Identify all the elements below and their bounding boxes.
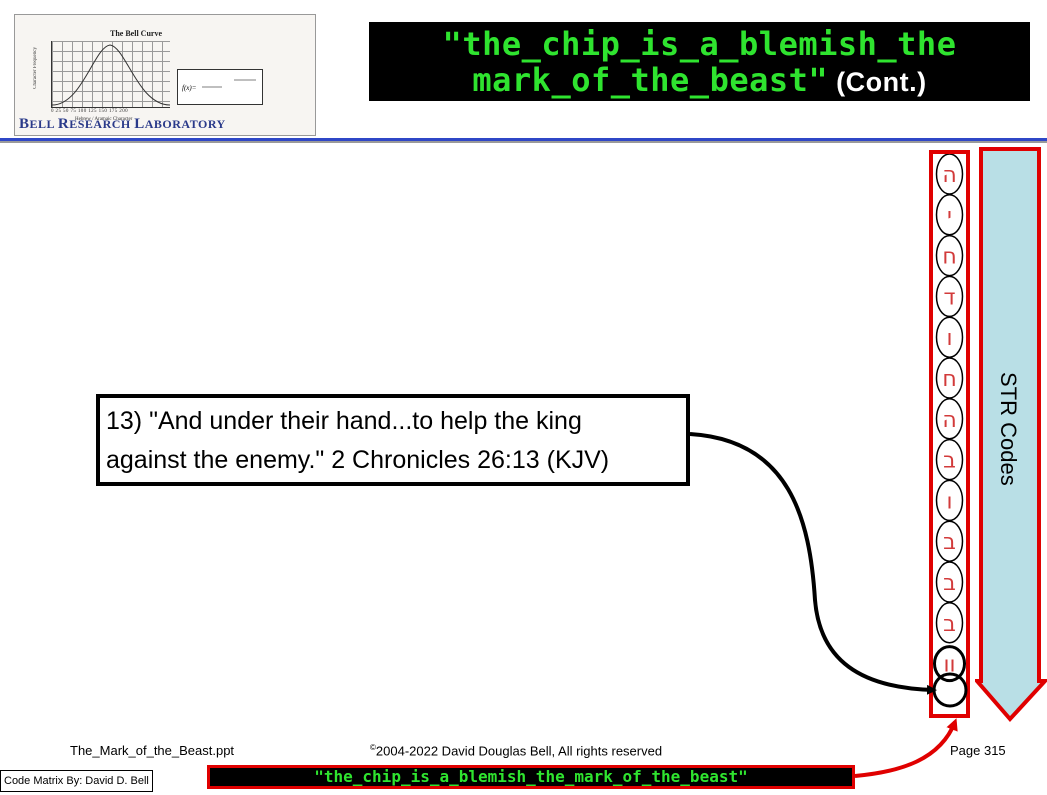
title-cont: (Cont.) <box>828 67 927 97</box>
title-line-1: "the_chip_is_a_blemish_the <box>442 25 957 63</box>
svg-text:f(x)=: f(x)= <box>182 84 197 92</box>
letter-cell: וו <box>933 645 966 683</box>
letter-cell: ב <box>935 520 964 562</box>
letter-cell: ה <box>935 398 964 440</box>
gaussian-formula-icon: f(x)= <box>177 69 263 105</box>
letter-circle <box>935 561 964 603</box>
hebrew-letter: ב <box>943 612 956 637</box>
letter-circle <box>935 438 964 481</box>
letter-circle <box>935 234 964 277</box>
letter-cell: ח <box>935 234 964 277</box>
header-divider <box>0 138 1047 141</box>
hebrew-letter: ב <box>943 449 956 474</box>
hebrew-letter: ו <box>947 326 953 351</box>
search-term-connector-arrow <box>854 718 958 778</box>
logo-x-axis-label: Hebrew / Aramaic Character <box>75 117 133 122</box>
hebrew-letter: ב <box>943 530 956 555</box>
hebrew-letter: וו <box>944 653 956 678</box>
slide-title: "the_chip_is_a_blemish_the mark_of_the_b… <box>369 22 1030 101</box>
letter-cell: ב <box>935 561 964 603</box>
letter-circle <box>935 602 964 644</box>
letter-circle <box>935 357 964 399</box>
letter-cell: ח <box>935 357 964 399</box>
hebrew-letter: ה <box>942 163 956 188</box>
logo-chart-grid <box>51 41 170 108</box>
letter-cell: ד <box>935 275 964 318</box>
hebrew-letter: ו <box>947 489 953 514</box>
logo-x-ticks: 0 25 50 75 100 125 150 175 200 <box>51 109 128 114</box>
letter-circle <box>935 398 964 440</box>
quote-connector-arrow <box>689 432 937 695</box>
scripture-quote: 13) "And under their hand...to help the … <box>96 394 690 486</box>
bell-research-logo: The Bell Curve Character Frequency 0 25 … <box>14 14 316 136</box>
footer-filename: The_Mark_of_the_Beast.ppt <box>70 743 235 758</box>
letter-cell: י <box>935 194 964 236</box>
letter-cell: ב <box>935 438 964 481</box>
hebrew-letter: ח <box>942 245 956 270</box>
logo-y-axis-label: Character Frequency <box>33 47 38 89</box>
logo-banner: BELL RESEARCH LABORATORY <box>19 116 226 132</box>
footer-copyright: ©2004-2022 David Douglas Bell, All right… <box>370 743 663 759</box>
hebrew-letter: ב <box>943 571 956 596</box>
search-term-box: "the_chip_is_a_blemish_the_mark_of_the_b… <box>207 765 855 789</box>
letter-circle <box>935 275 964 318</box>
footer-page-number: Page 315 <box>950 743 1006 758</box>
str-codes-label: STR Codes <box>996 372 1021 486</box>
code-matrix-credit: Code Matrix By: David D. Bell <box>0 770 153 792</box>
letter-cell: ו <box>935 479 964 522</box>
letter-circle <box>935 316 964 358</box>
formula-icon: f(x)= <box>182 79 256 92</box>
letter-cell: ה <box>935 153 964 195</box>
letter-circle <box>935 194 964 236</box>
header-divider-shadow <box>0 141 1047 143</box>
hebrew-letter: ד <box>943 285 955 310</box>
letter-circle <box>935 153 964 195</box>
hebrew-letter: י <box>947 204 952 229</box>
letter-circle <box>935 520 964 562</box>
quote-line-1: 13) "And under their hand...to help the … <box>106 407 582 435</box>
bell-curve-icon <box>52 44 170 106</box>
letter-circle <box>935 479 964 522</box>
letter-cell: ו <box>935 316 964 358</box>
letter-cell: ב <box>935 602 964 644</box>
down-arrow-icon <box>975 147 1047 722</box>
quote-line-2: against the enemy." 2 Chronicles 26:13 (… <box>106 446 610 474</box>
title-line-2: mark_of_the_beast" (Cont.) <box>472 61 927 99</box>
hebrew-letter: ה <box>942 408 956 433</box>
hebrew-letter: ח <box>942 367 956 392</box>
logo-chart-title: The Bell Curve <box>110 29 162 38</box>
